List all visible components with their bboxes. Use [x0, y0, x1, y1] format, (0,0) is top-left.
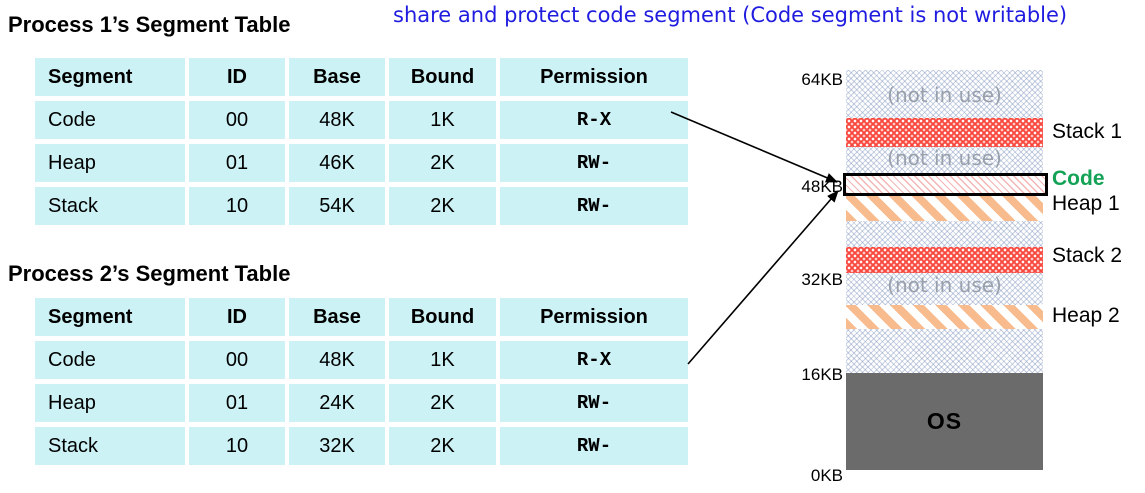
table2-heap-base: 24K: [289, 384, 385, 422]
table1-stack-base: 54K: [289, 187, 385, 225]
table2-code-id: 00: [189, 341, 285, 379]
table1-heap-bound: 2K: [389, 144, 496, 182]
memory-region-stack2: [846, 247, 1043, 273]
memory-region-heap1: [846, 196, 1043, 221]
process1-table-title: Process 1’s Segment Table: [8, 12, 291, 37]
axis-label-48kb: 48KB: [801, 177, 843, 196]
table1-code-id: 00: [189, 101, 285, 139]
table1-heap-base: 46K: [289, 144, 385, 182]
share-protect-annotation: share and protect code segment (Code seg…: [393, 3, 1068, 27]
table1-header-base: Base: [289, 58, 385, 96]
table2-stack-permission: RW-: [500, 427, 688, 465]
table1-header-bound: Bound: [389, 58, 496, 96]
table2-heap-permission: RW-: [500, 384, 688, 422]
table1-stack-bound: 2K: [389, 187, 496, 225]
table1-stack-segment: Stack: [35, 187, 185, 225]
region-label-stack2: Stack 2: [1052, 244, 1123, 267]
shared-code-segment-box: [843, 173, 1048, 196]
table2-header-base: Base: [289, 298, 385, 336]
memory-region-os: OS: [846, 373, 1043, 470]
table2-code-segment: Code: [35, 341, 185, 379]
table2-header-permission: Permission: [500, 298, 688, 336]
table2-code-bound: 1K: [389, 341, 496, 379]
table1-header-segment: Segment: [35, 58, 185, 96]
axis-label-32kb: 32KB: [801, 270, 843, 289]
table2-code-base: 48K: [289, 341, 385, 379]
process2-table-title: Process 2’s Segment Table: [8, 261, 291, 286]
memory-region-heap2: [846, 305, 1043, 329]
table2-header-id: ID: [189, 298, 285, 336]
table1-heap-id: 01: [189, 144, 285, 182]
axis-label-16kb: 16KB: [801, 365, 843, 384]
table1-heap-segment: Heap: [35, 144, 185, 182]
region-label-stack1: Stack 1: [1052, 120, 1123, 143]
table2-heap-id: 01: [189, 384, 285, 422]
table1-code-permission: R-X: [500, 101, 688, 139]
table2-code-permission: R-X: [500, 341, 688, 379]
os-label: OS: [926, 408, 963, 434]
table2-stack-id: 10: [189, 427, 285, 465]
region-label-heap2: Heap 2: [1052, 304, 1120, 327]
physical-memory-column: (not in use) (not in use) (not in use) O…: [846, 70, 1043, 470]
table2-heap-segment: Heap: [35, 384, 185, 422]
table1-code-bound: 1K: [389, 101, 496, 139]
table2-header-segment: Segment: [35, 298, 185, 336]
table2-heap-bound: 2K: [389, 384, 496, 422]
table1-header-permission: Permission: [500, 58, 688, 96]
table1-code-base: 48K: [289, 101, 385, 139]
segment-table-1: Segment ID Base Bound Permission Code 00…: [35, 58, 688, 225]
memory-region-stack1: [846, 118, 1043, 147]
table1-stack-permission: RW-: [500, 187, 688, 225]
region-label-code: Code: [1052, 167, 1105, 190]
region-label-heap1: Heap 1: [1052, 192, 1120, 215]
table2-stack-bound: 2K: [389, 427, 496, 465]
axis-label-0kb: 0KB: [810, 466, 843, 485]
segment-table-2: Segment ID Base Bound Permission Code 00…: [35, 298, 688, 465]
not-in-use-label-top: (not in use): [887, 83, 1002, 107]
not-in-use-label-middle: (not in use): [887, 146, 1002, 170]
table2-stack-segment: Stack: [35, 427, 185, 465]
table1-code-segment: Code: [35, 101, 185, 139]
table1-stack-id: 10: [189, 187, 285, 225]
table2-stack-base: 32K: [289, 427, 385, 465]
table2-header-bound: Bound: [389, 298, 496, 336]
axis-label-64kb: 64KB: [801, 70, 843, 89]
arrow-p1code-to-memory: [670, 111, 838, 183]
table1-heap-permission: RW-: [500, 144, 688, 182]
table1-header-id: ID: [189, 58, 285, 96]
not-in-use-label-bottom: (not in use): [887, 273, 1002, 297]
